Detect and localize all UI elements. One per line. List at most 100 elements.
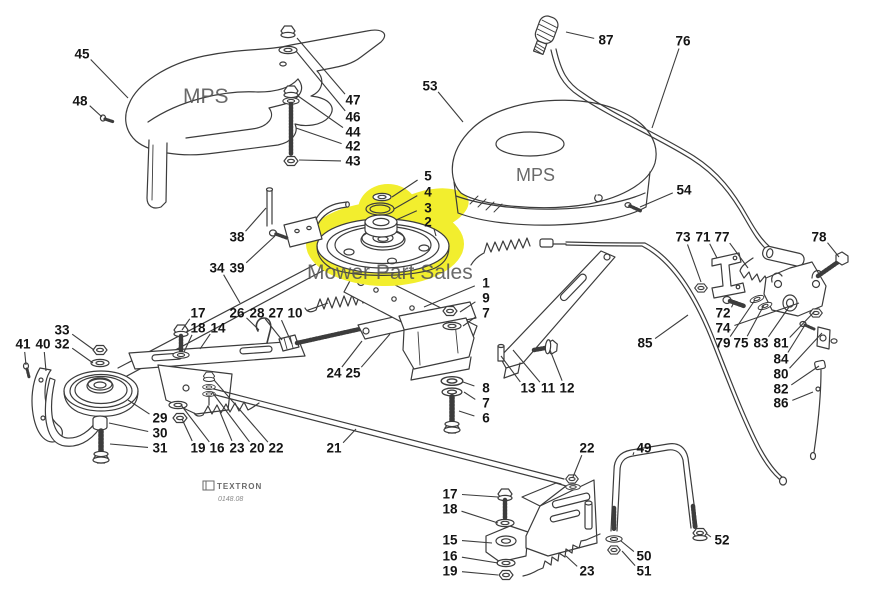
- spring-77: [739, 257, 773, 284]
- part-label-85: 85: [637, 336, 653, 351]
- leader-line-20: [211, 391, 250, 443]
- leader-line-73: [686, 244, 702, 283]
- leader-line-6: [458, 410, 475, 417]
- threaded-rod: [294, 326, 363, 346]
- part-label-10: 10: [287, 306, 302, 321]
- nut-81: [809, 308, 823, 318]
- bolt-31: [92, 428, 110, 464]
- leader-line-24: [341, 340, 363, 368]
- leader-line-22: [213, 379, 269, 443]
- part-label-84: 84: [773, 352, 789, 367]
- part-label-50: 50: [636, 549, 651, 564]
- leader-line-33: [71, 333, 95, 351]
- part-label-43: 43: [345, 154, 361, 169]
- part-label-81: 81: [773, 336, 789, 351]
- part-label-80: 80: [773, 367, 788, 382]
- leader-line-87: [565, 31, 595, 39]
- leader-line-16: [461, 556, 499, 564]
- ferrule-27-28: [278, 334, 300, 352]
- leader-line-19: [181, 418, 193, 442]
- washer-16-bottom: [496, 558, 516, 568]
- leader-line-23: [219, 411, 233, 442]
- part-label-26: 26: [229, 306, 245, 321]
- leader-line-17: [181, 318, 191, 331]
- idler-bracket-14: [128, 340, 306, 415]
- leader-line-83: [767, 306, 790, 338]
- part-label-87: 87: [598, 33, 613, 48]
- leader-line-3: [395, 210, 418, 221]
- leader-line-81: [789, 310, 816, 338]
- part-label-77: 77: [714, 230, 729, 245]
- bolt-72: [722, 295, 747, 309]
- part-label-75: 75: [733, 336, 749, 351]
- part-label-82: 82: [773, 382, 788, 397]
- leader-line-12: [549, 349, 563, 381]
- leader-line-54: [639, 192, 674, 208]
- part-label-4: 4: [424, 185, 432, 200]
- part-label-19: 19: [442, 564, 457, 579]
- part-label-44: 44: [345, 125, 361, 140]
- leader-lines: [24, 31, 840, 576]
- washer-50: [605, 535, 623, 543]
- part-label-12: 12: [559, 381, 574, 396]
- leader-line-11: [512, 349, 541, 383]
- leader-line-43: [298, 159, 342, 162]
- part-label-3: 3: [424, 201, 432, 216]
- part-label-30: 30: [152, 426, 167, 441]
- washer-75: [756, 300, 774, 312]
- part-label-51: 51: [636, 564, 652, 579]
- part-label-83: 83: [753, 336, 769, 351]
- leader-line-39: [245, 235, 276, 264]
- bolt-78: [815, 251, 849, 279]
- leader-line-48: [89, 105, 103, 118]
- part-label-31: 31: [152, 441, 168, 456]
- leader-line-8: [462, 381, 475, 387]
- nut-19-bottom: [498, 569, 514, 581]
- leader-line-16: [180, 404, 210, 443]
- part-label-42: 42: [345, 139, 360, 154]
- part-label-34: 34: [209, 261, 225, 276]
- part-label-9: 9: [482, 291, 490, 306]
- watermark-mps-2: MPS: [516, 165, 555, 185]
- leader-line-30: [108, 422, 149, 433]
- part-label-47: 47: [345, 93, 360, 108]
- spacer-83: [782, 294, 798, 312]
- leader-line-52: [706, 533, 712, 538]
- leader-line-82: [790, 365, 820, 386]
- nut-52: [692, 527, 708, 542]
- bolt-44-42-43: [282, 85, 300, 167]
- hook-26: [255, 317, 272, 344]
- leader-line-25: [360, 333, 391, 368]
- screw-41: [22, 362, 31, 379]
- leader-line-34: [223, 274, 241, 304]
- nut-51: [607, 545, 621, 555]
- leader-line-4: [393, 195, 418, 210]
- part-label-11: 11: [541, 381, 556, 396]
- bolt-17-left: [173, 324, 189, 354]
- leader-line-45: [90, 59, 129, 99]
- belt-guide-bracket: [31, 367, 63, 443]
- part-label-24: 24: [326, 366, 342, 381]
- leader-line-42: [295, 127, 342, 145]
- leader-line-29: [127, 399, 150, 415]
- leader-line-44: [297, 95, 344, 129]
- leader-line-46: [295, 50, 346, 112]
- part-label-32: 32: [54, 337, 69, 352]
- washer-18-bottom: [495, 518, 515, 528]
- leader-line-19: [461, 571, 499, 576]
- part-label-79: 79: [715, 336, 730, 351]
- bolt-12: [531, 338, 559, 356]
- watermark-mps-1: MPS: [183, 85, 229, 108]
- leader-line-26: [246, 317, 260, 331]
- washer-18-left: [172, 351, 190, 359]
- part-label-22: 22: [579, 441, 594, 456]
- part-label-6: 6: [482, 411, 490, 426]
- leader-line-74: [734, 302, 800, 327]
- leader-line-7: [463, 391, 476, 400]
- part-label-40: 40: [35, 337, 50, 352]
- leader-line-38: [245, 207, 267, 232]
- part-label-5: 5: [424, 169, 432, 184]
- leader-line-76: [651, 48, 680, 129]
